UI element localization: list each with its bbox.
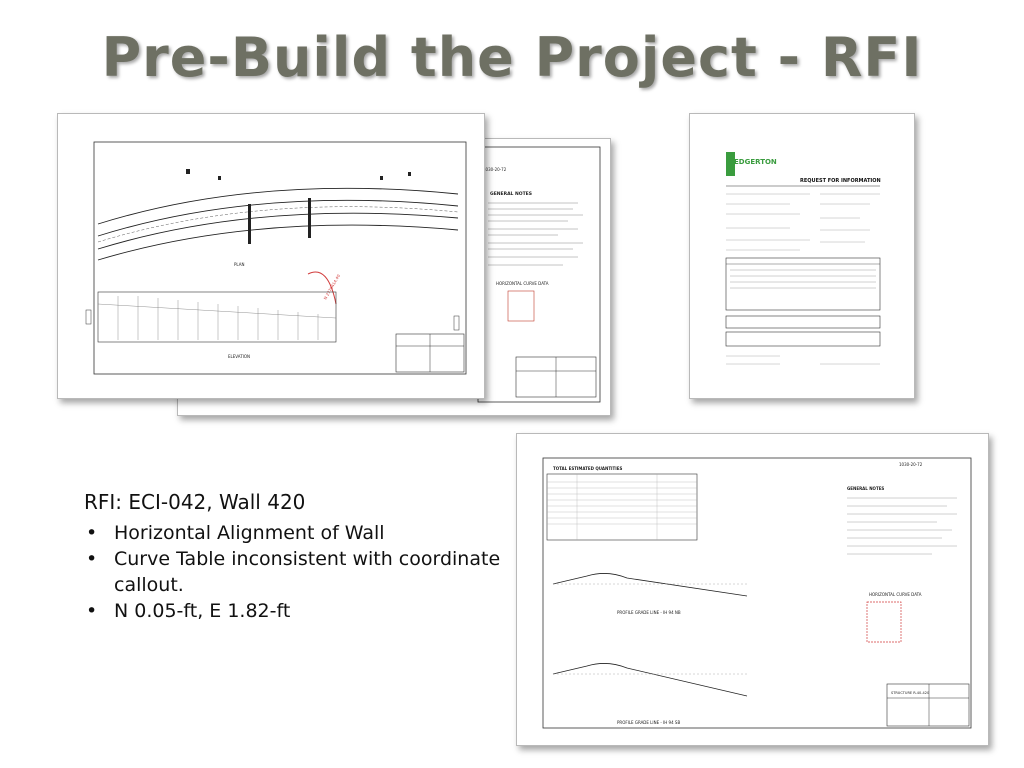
sheet-profile-sb-label: PROFILE GRADE LINE - IH 94 SB (617, 720, 680, 725)
rfi-bullet-list: Horizontal Alignment of Wall Curve Table… (84, 520, 504, 624)
sheet-structure-label: STRUCTURE R-40-420 (891, 691, 929, 695)
sheet-curve-data-label: HORIZONTAL CURVE DATA (496, 281, 549, 286)
sheet-quantities-label: TOTAL ESTIMATED QUANTITIES (553, 466, 622, 471)
rfi-summary: RFI: ECI-042, Wall 420 Horizontal Alignm… (84, 490, 504, 624)
sheet-curve-data-label-2: HORIZONTAL CURVE DATA (869, 592, 922, 597)
rfi-heading: RFI: ECI-042, Wall 420 (84, 490, 306, 514)
rfi-form-sheet: EDGERTON REQUEST FOR INFORMATION (689, 113, 915, 399)
rfi-bullet: N 0.05-ft, E 1.82-ft (84, 598, 504, 624)
sheet-project-number: 1030-20-72 (483, 167, 507, 172)
rfi-logo: EDGERTON (734, 158, 777, 166)
sheet-elevation-label: ELEVATION (228, 354, 250, 359)
slide-title: Pre-Build the Project - RFI (101, 26, 923, 89)
sheet-profile-nb-label: PROFILE GRADE LINE - IH 94 NB (617, 610, 681, 615)
rfi-bullet: Curve Table inconsistent with coordinate… (84, 546, 504, 598)
rfi-form-title: REQUEST FOR INFORMATION (800, 178, 881, 184)
sheet-project-number-2: 1030-20-72 (899, 462, 923, 467)
drawing-sheet-quantities-profile: TOTAL ESTIMATED QUANTITIES 1030-20-72 GE… (516, 433, 989, 746)
sheet-general-notes-label: GENERAL NOTES (490, 191, 532, 197)
sheet-general-notes-label-2: GENERAL NOTES (847, 486, 884, 491)
drawing-sheet-plan-elevation: PLAN N 2779414.40 ELEVATION (57, 113, 485, 399)
sheet-plan-label: PLAN (234, 262, 244, 267)
rfi-bullet: Horizontal Alignment of Wall (84, 520, 504, 546)
